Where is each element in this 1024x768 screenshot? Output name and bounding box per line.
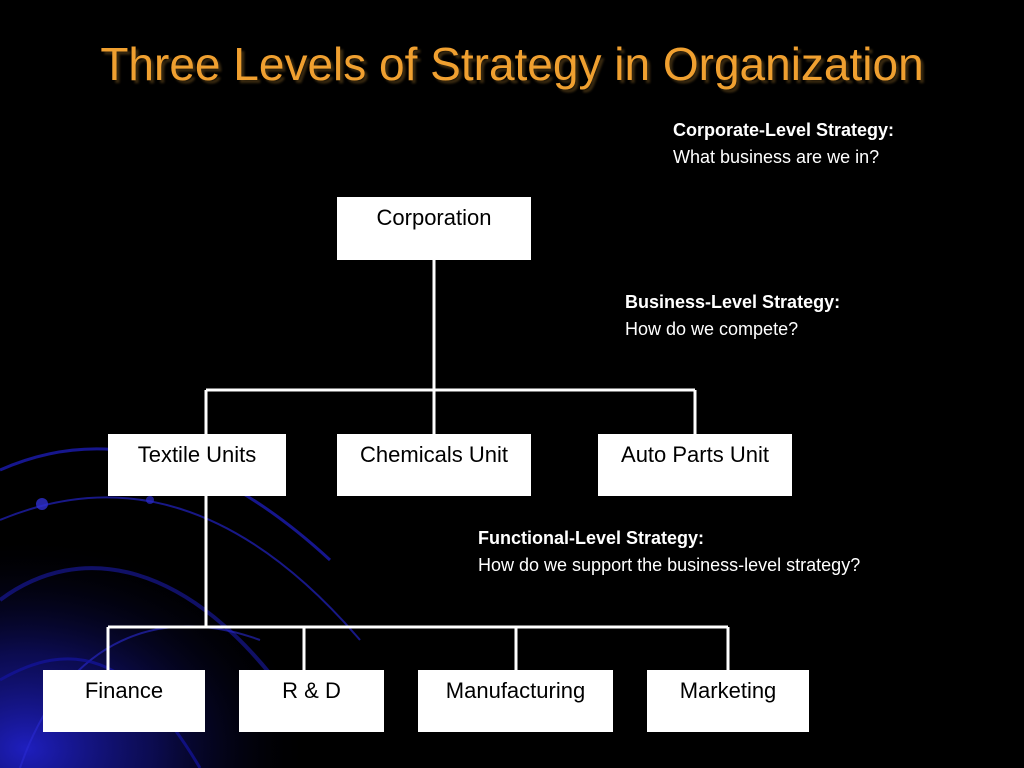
node-label: Textile Units bbox=[137, 442, 257, 467]
node-label: Auto Parts Unit bbox=[621, 442, 769, 467]
node-label: Corporation bbox=[376, 205, 492, 230]
node-marketing: Marketing bbox=[647, 670, 809, 732]
annotation-question: How do we compete? bbox=[625, 319, 799, 339]
node-label: Finance bbox=[84, 678, 164, 703]
node-textile-units: Textile Units bbox=[108, 434, 286, 496]
node-finance: Finance bbox=[43, 670, 205, 732]
annotation-heading: Functional-Level Strategy: bbox=[478, 528, 705, 548]
node-chemicals-unit: Chemicals Unit bbox=[337, 434, 531, 496]
node-r-and-d: R & D bbox=[239, 670, 384, 732]
node-label: R & D bbox=[282, 678, 341, 703]
annotation-business-level: Business-Level Strategy: How do we compe… bbox=[625, 289, 840, 343]
annotation-heading: Corporate-Level Strategy: bbox=[673, 120, 895, 140]
node-manufacturing: Manufacturing bbox=[418, 670, 613, 732]
node-label: Chemicals Unit bbox=[360, 442, 508, 467]
node-corporation: Corporation bbox=[337, 197, 531, 260]
annotation-question: What business are we in? bbox=[673, 147, 880, 167]
annotation-question: How do we support the business-level str… bbox=[478, 555, 861, 575]
annotation-heading: Business-Level Strategy: bbox=[625, 292, 841, 312]
node-label: Marketing bbox=[679, 678, 777, 703]
node-auto-parts-unit: Auto Parts Unit bbox=[598, 434, 792, 496]
slide-title: Three Levels of Strategy in Organization bbox=[100, 38, 924, 90]
annotation-functional-level: Functional-Level Strategy: How do we sup… bbox=[478, 525, 860, 579]
annotation-corporate-level: Corporate-Level Strategy: What business … bbox=[673, 117, 894, 171]
node-label: Manufacturing bbox=[445, 678, 586, 703]
